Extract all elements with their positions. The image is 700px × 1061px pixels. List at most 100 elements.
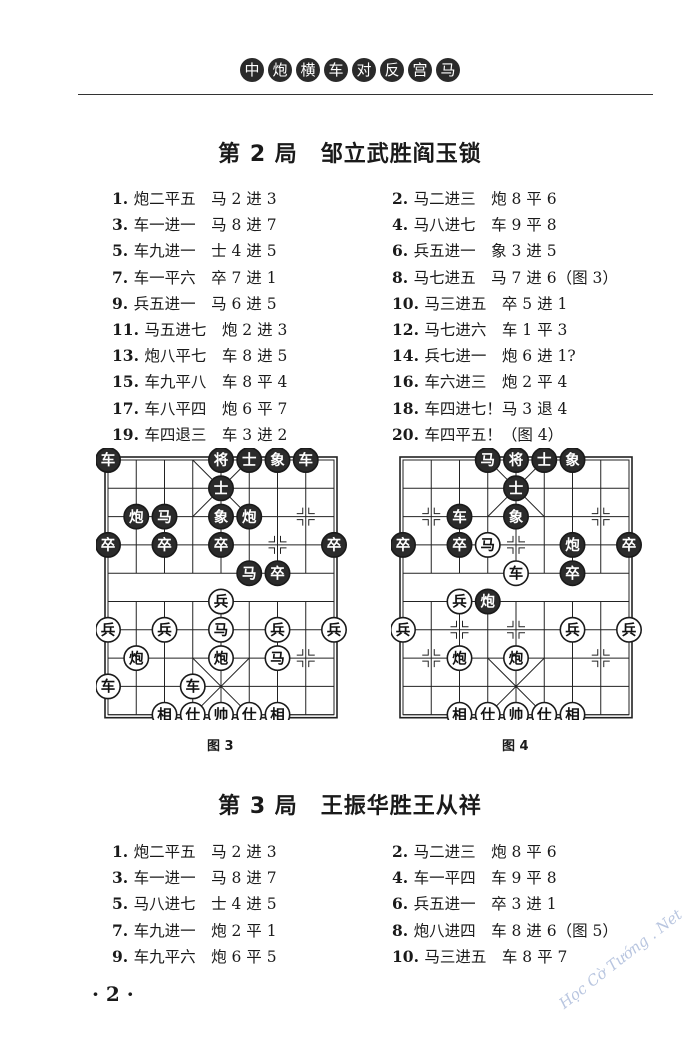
board-piece: 象 xyxy=(559,448,586,473)
board-piece: 车 xyxy=(96,673,121,700)
move-number: 15. xyxy=(112,372,145,392)
move-text: 马三进五 车 8 平 7 xyxy=(424,947,568,966)
move-number: 5. xyxy=(112,894,134,914)
piece-label: 卒 xyxy=(622,536,637,554)
move-entry: 1. 炮二平五 马 2 进 3 xyxy=(112,840,392,862)
move-number: 14. xyxy=(392,346,425,366)
move-number: 8. xyxy=(392,267,414,287)
move-entry: 20. 车四平五！（图 4） xyxy=(392,423,672,445)
piece-label: 炮 xyxy=(452,649,467,667)
board-piece: 将 xyxy=(208,448,234,473)
board-piece: 相 xyxy=(151,701,178,720)
move-number: 11. xyxy=(112,320,145,340)
piece-label: 帅 xyxy=(214,706,229,720)
move-number: 20. xyxy=(392,424,425,444)
piece-label: 士 xyxy=(242,451,257,469)
move-entry: 17. 车八平四 炮 6 平 7 xyxy=(112,397,392,419)
piece-label: 仕 xyxy=(241,706,257,720)
piece-label: 象 xyxy=(270,451,285,469)
board-piece: 相 xyxy=(264,701,291,720)
move-text: 车九进一 士 4 进 5 xyxy=(133,242,277,261)
piece-label: 将 xyxy=(509,451,524,469)
move-entry: 2. 马二进三 炮 8 平 6 xyxy=(392,187,672,209)
piece-label: 卒 xyxy=(452,536,467,554)
board-piece: 卒 xyxy=(446,531,473,558)
board-piece: 卒 xyxy=(616,531,643,558)
piece-label: 卒 xyxy=(157,536,172,554)
piece-label: 炮 xyxy=(509,649,524,667)
move-number: 6. xyxy=(392,241,414,261)
move-text: 车九进一 炮 2 平 1 xyxy=(133,921,277,940)
move-text: 车一进一 马 8 进 7 xyxy=(133,216,277,235)
board-piece: 兵 xyxy=(446,588,473,615)
game2-title: 第 2 局 邹立武胜阎玉锁 xyxy=(218,142,482,167)
move-text: 兵五进一 马 6 进 5 xyxy=(133,294,277,313)
board-piece: 马 xyxy=(236,560,263,587)
move-text: 马七进六 车 1 平 3 xyxy=(424,321,568,340)
board-piece: 车 xyxy=(446,503,473,530)
piece-label: 兵 xyxy=(270,621,285,639)
board-piece: 马 xyxy=(474,531,501,558)
piece-label: 马 xyxy=(481,452,496,469)
move-entry: 15. 车九平八 车 8 平 4 xyxy=(112,370,392,392)
move-entry: 19. 车四退三 车 3 进 2 xyxy=(112,423,392,445)
board-piece: 炮 xyxy=(474,588,501,615)
piece-label: 士 xyxy=(537,451,552,469)
piece-label: 马 xyxy=(214,622,229,639)
board-piece: 炮 xyxy=(236,503,263,530)
piece-label: 马 xyxy=(157,509,172,526)
header-char: 横 xyxy=(296,58,320,82)
board-piece: 象 xyxy=(208,503,235,530)
board-piece: 象 xyxy=(503,503,530,530)
move-number: 2. xyxy=(392,842,414,862)
move-entry: 16. 车六进三 炮 2 平 4 xyxy=(392,370,672,392)
header-rule xyxy=(78,94,653,95)
board-piece: 象 xyxy=(264,448,291,473)
board-piece: 卒 xyxy=(208,531,235,558)
diagram-3-board: 车将士象车士炮马象炮卒卒卒卒马卒兵兵兵马兵兵炮炮马车车相仕帅仕相 xyxy=(96,448,348,720)
move-entry: 12. 马七进六 车 1 平 3 xyxy=(392,318,672,340)
piece-label: 相 xyxy=(565,706,580,720)
move-text: 车八平四 炮 6 平 7 xyxy=(144,399,288,418)
piece-label: 马 xyxy=(481,537,496,554)
move-entry: 1. 炮二平五 马 2 进 3 xyxy=(112,187,392,209)
move-entry: 9. 车九平六 炮 6 平 5 xyxy=(112,945,392,967)
piece-label: 士 xyxy=(214,480,229,498)
board-piece: 仕 xyxy=(236,701,263,720)
move-number: 13. xyxy=(112,346,145,366)
piece-label: 卒 xyxy=(270,564,285,582)
move-number: 9. xyxy=(112,946,134,966)
board-piece: 炮 xyxy=(503,645,530,672)
board-piece: 车 xyxy=(179,673,206,700)
piece-label: 士 xyxy=(509,480,524,498)
move-number: 9. xyxy=(112,293,134,313)
diagram-3-caption: 图 3 xyxy=(207,739,234,754)
piece-label: 炮 xyxy=(481,593,496,611)
move-number: 18. xyxy=(392,398,425,418)
move-entry: 7. 车九进一 炮 2 平 1 xyxy=(112,919,392,941)
piece-label: 帅 xyxy=(509,706,524,720)
board-piece: 车 xyxy=(292,448,319,473)
piece-label: 象 xyxy=(214,508,229,526)
move-entry: 10. 马三进五 卒 5 进 1 xyxy=(392,292,672,314)
move-number: 1. xyxy=(112,842,134,862)
board-piece: 兵 xyxy=(96,616,121,643)
move-number: 10. xyxy=(392,293,425,313)
board-piece: 将 xyxy=(503,448,529,473)
board-piece: 兵 xyxy=(559,616,586,643)
move-number: 4. xyxy=(392,868,414,888)
board-piece: 炮 xyxy=(446,645,473,672)
move-text: 马二进三 炮 8 平 6 xyxy=(413,190,557,209)
move-number: 1. xyxy=(112,189,134,209)
piece-label: 兵 xyxy=(622,621,637,639)
piece-label: 马 xyxy=(270,650,285,667)
diagram-4-board: 马将士象士车象卒卒马炮卒车卒兵炮兵兵兵炮炮相仕帅仕相 xyxy=(391,448,643,720)
move-text: 车一平六 卒 7 进 1 xyxy=(133,268,277,287)
move-text: 兵五进一 卒 3 进 1 xyxy=(413,895,557,914)
board-piece: 兵 xyxy=(616,616,643,643)
piece-label: 车 xyxy=(509,564,524,582)
